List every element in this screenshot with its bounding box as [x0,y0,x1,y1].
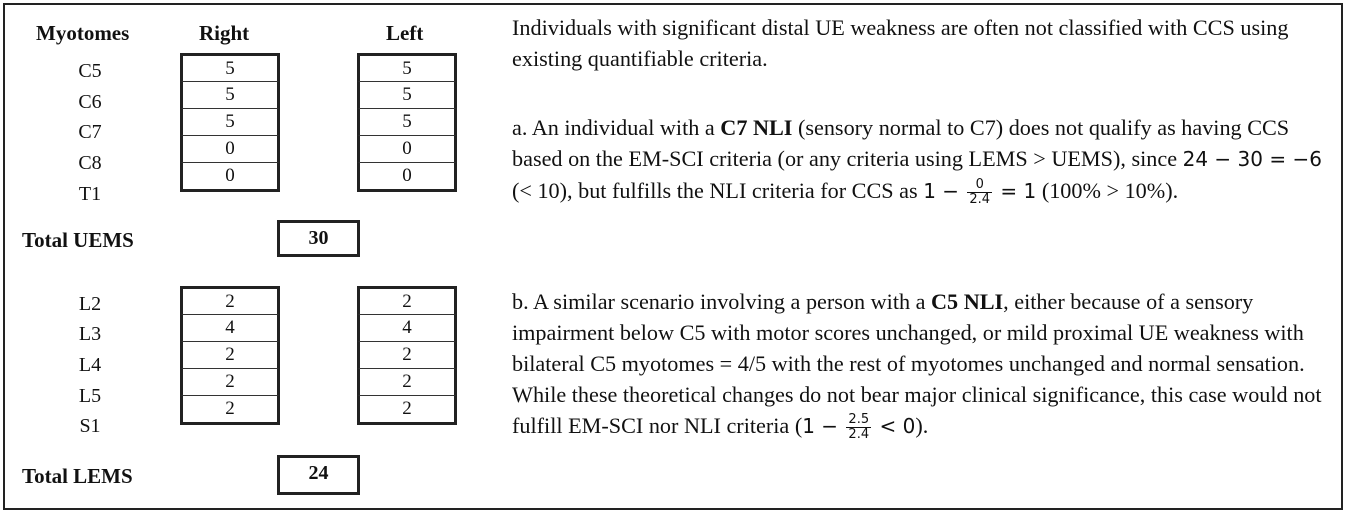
score-cell: 2 [357,369,457,396]
total-uems-value: 30 [277,220,360,257]
uems-right-column: 5 5 5 0 0 [180,53,280,192]
score-cell: 0 [357,163,457,192]
paragraph-b-text: , either because of a sensory impairment… [512,289,1305,376]
math-expression: < 0 [873,414,916,438]
fraction-numerator: 2.5 [846,412,872,429]
header-left: Left [386,21,424,45]
row-label: T1 [78,183,102,205]
row-label: C5 [78,60,102,82]
total-lems-label: Total LEMS [22,464,133,488]
row-label: L3 [78,323,102,345]
total-uems-label: Total UEMS [22,228,134,252]
lems-right-column: 2 4 2 2 2 [180,286,280,425]
paragraph-b-text: b. A similar scenario involving a person… [512,289,932,314]
math-expression: = 1 [994,179,1037,203]
score-cell: 0 [180,136,280,163]
math-expression: 24 − 30 = −6 [1182,147,1322,171]
score-cell: 5 [180,53,280,82]
row-label: S1 [79,415,101,437]
score-cell: 5 [357,82,457,109]
lems-left-column: 2 4 2 2 2 [357,286,457,425]
header-myotomes: Myotomes [36,21,130,45]
row-label: L2 [78,293,102,315]
score-cell: 2 [357,342,457,369]
paragraph-a-text: a. An individual with a [512,115,721,140]
score-cell: 2 [180,369,280,396]
row-label: C7 [78,121,102,143]
score-cell: 0 [180,163,280,192]
paragraph-a-text: (100% > 10%). [1036,178,1179,203]
row-label: L4 [78,354,102,376]
c5-nli-bold: C5 NLI [931,289,1004,314]
score-cell: 0 [357,136,457,163]
paragraph-a-text: (sensory normal to C7) does not qualify … [512,115,1290,171]
math-expression: 1 − [923,179,966,203]
score-cell: 5 [180,109,280,136]
row-label: C6 [78,91,102,113]
intro-paragraph: Individuals with significant distal UE w… [512,15,1289,71]
figure-frame [3,3,1343,510]
score-cell: 2 [180,342,280,369]
score-cell: 2 [180,286,280,315]
uems-left-column: 5 5 5 0 0 [357,53,457,192]
total-lems-value: 24 [277,455,360,495]
score-cell: 2 [357,286,457,315]
fraction-denominator: 2.4 [848,427,870,443]
paragraph-b: b. A similar scenario involving a person… [512,286,1342,442]
score-cell: 2 [357,396,457,425]
paragraph-b-text: While these theoretical changes do not b… [512,382,1322,438]
score-cell: 5 [180,82,280,109]
paragraph-a-text: (< 10), but fulfills the NLI criteria fo… [512,178,924,203]
paragraph-b-text: ). [915,413,929,438]
score-cell: 2 [180,396,280,425]
math-expression: 1 − [802,414,845,438]
score-cell: 4 [357,315,457,342]
row-label: L5 [78,385,102,407]
score-cell: 4 [180,315,280,342]
fraction-numerator: 0 [967,178,993,194]
header-right: Right [199,21,250,45]
score-cell: 5 [357,109,457,136]
row-label: C8 [78,152,102,174]
c7-nli-bold: C7 NLI [720,115,793,140]
paragraph-a: a. An individual with a C7 NLI (sensory … [512,112,1342,207]
score-cell: 5 [357,53,457,82]
fraction-denominator: 2.4 [969,192,991,208]
